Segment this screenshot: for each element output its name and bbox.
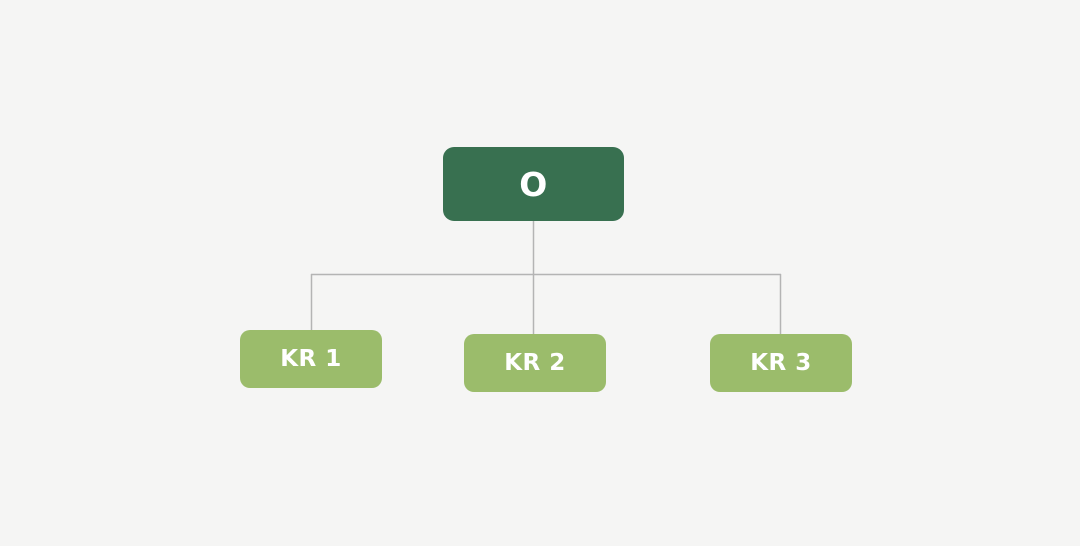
- node-key-result-2[interactable]: KR 2: [464, 334, 606, 392]
- node-key-result-3-label: KR 3: [750, 349, 812, 376]
- node-key-result-1-label: KR 1: [280, 345, 342, 372]
- node-key-result-3[interactable]: KR 3: [710, 334, 852, 392]
- node-key-result-1[interactable]: KR 1: [240, 330, 382, 388]
- node-key-result-2-label: KR 2: [504, 349, 566, 376]
- node-objective[interactable]: O: [443, 147, 624, 221]
- node-objective-label: O: [519, 164, 548, 204]
